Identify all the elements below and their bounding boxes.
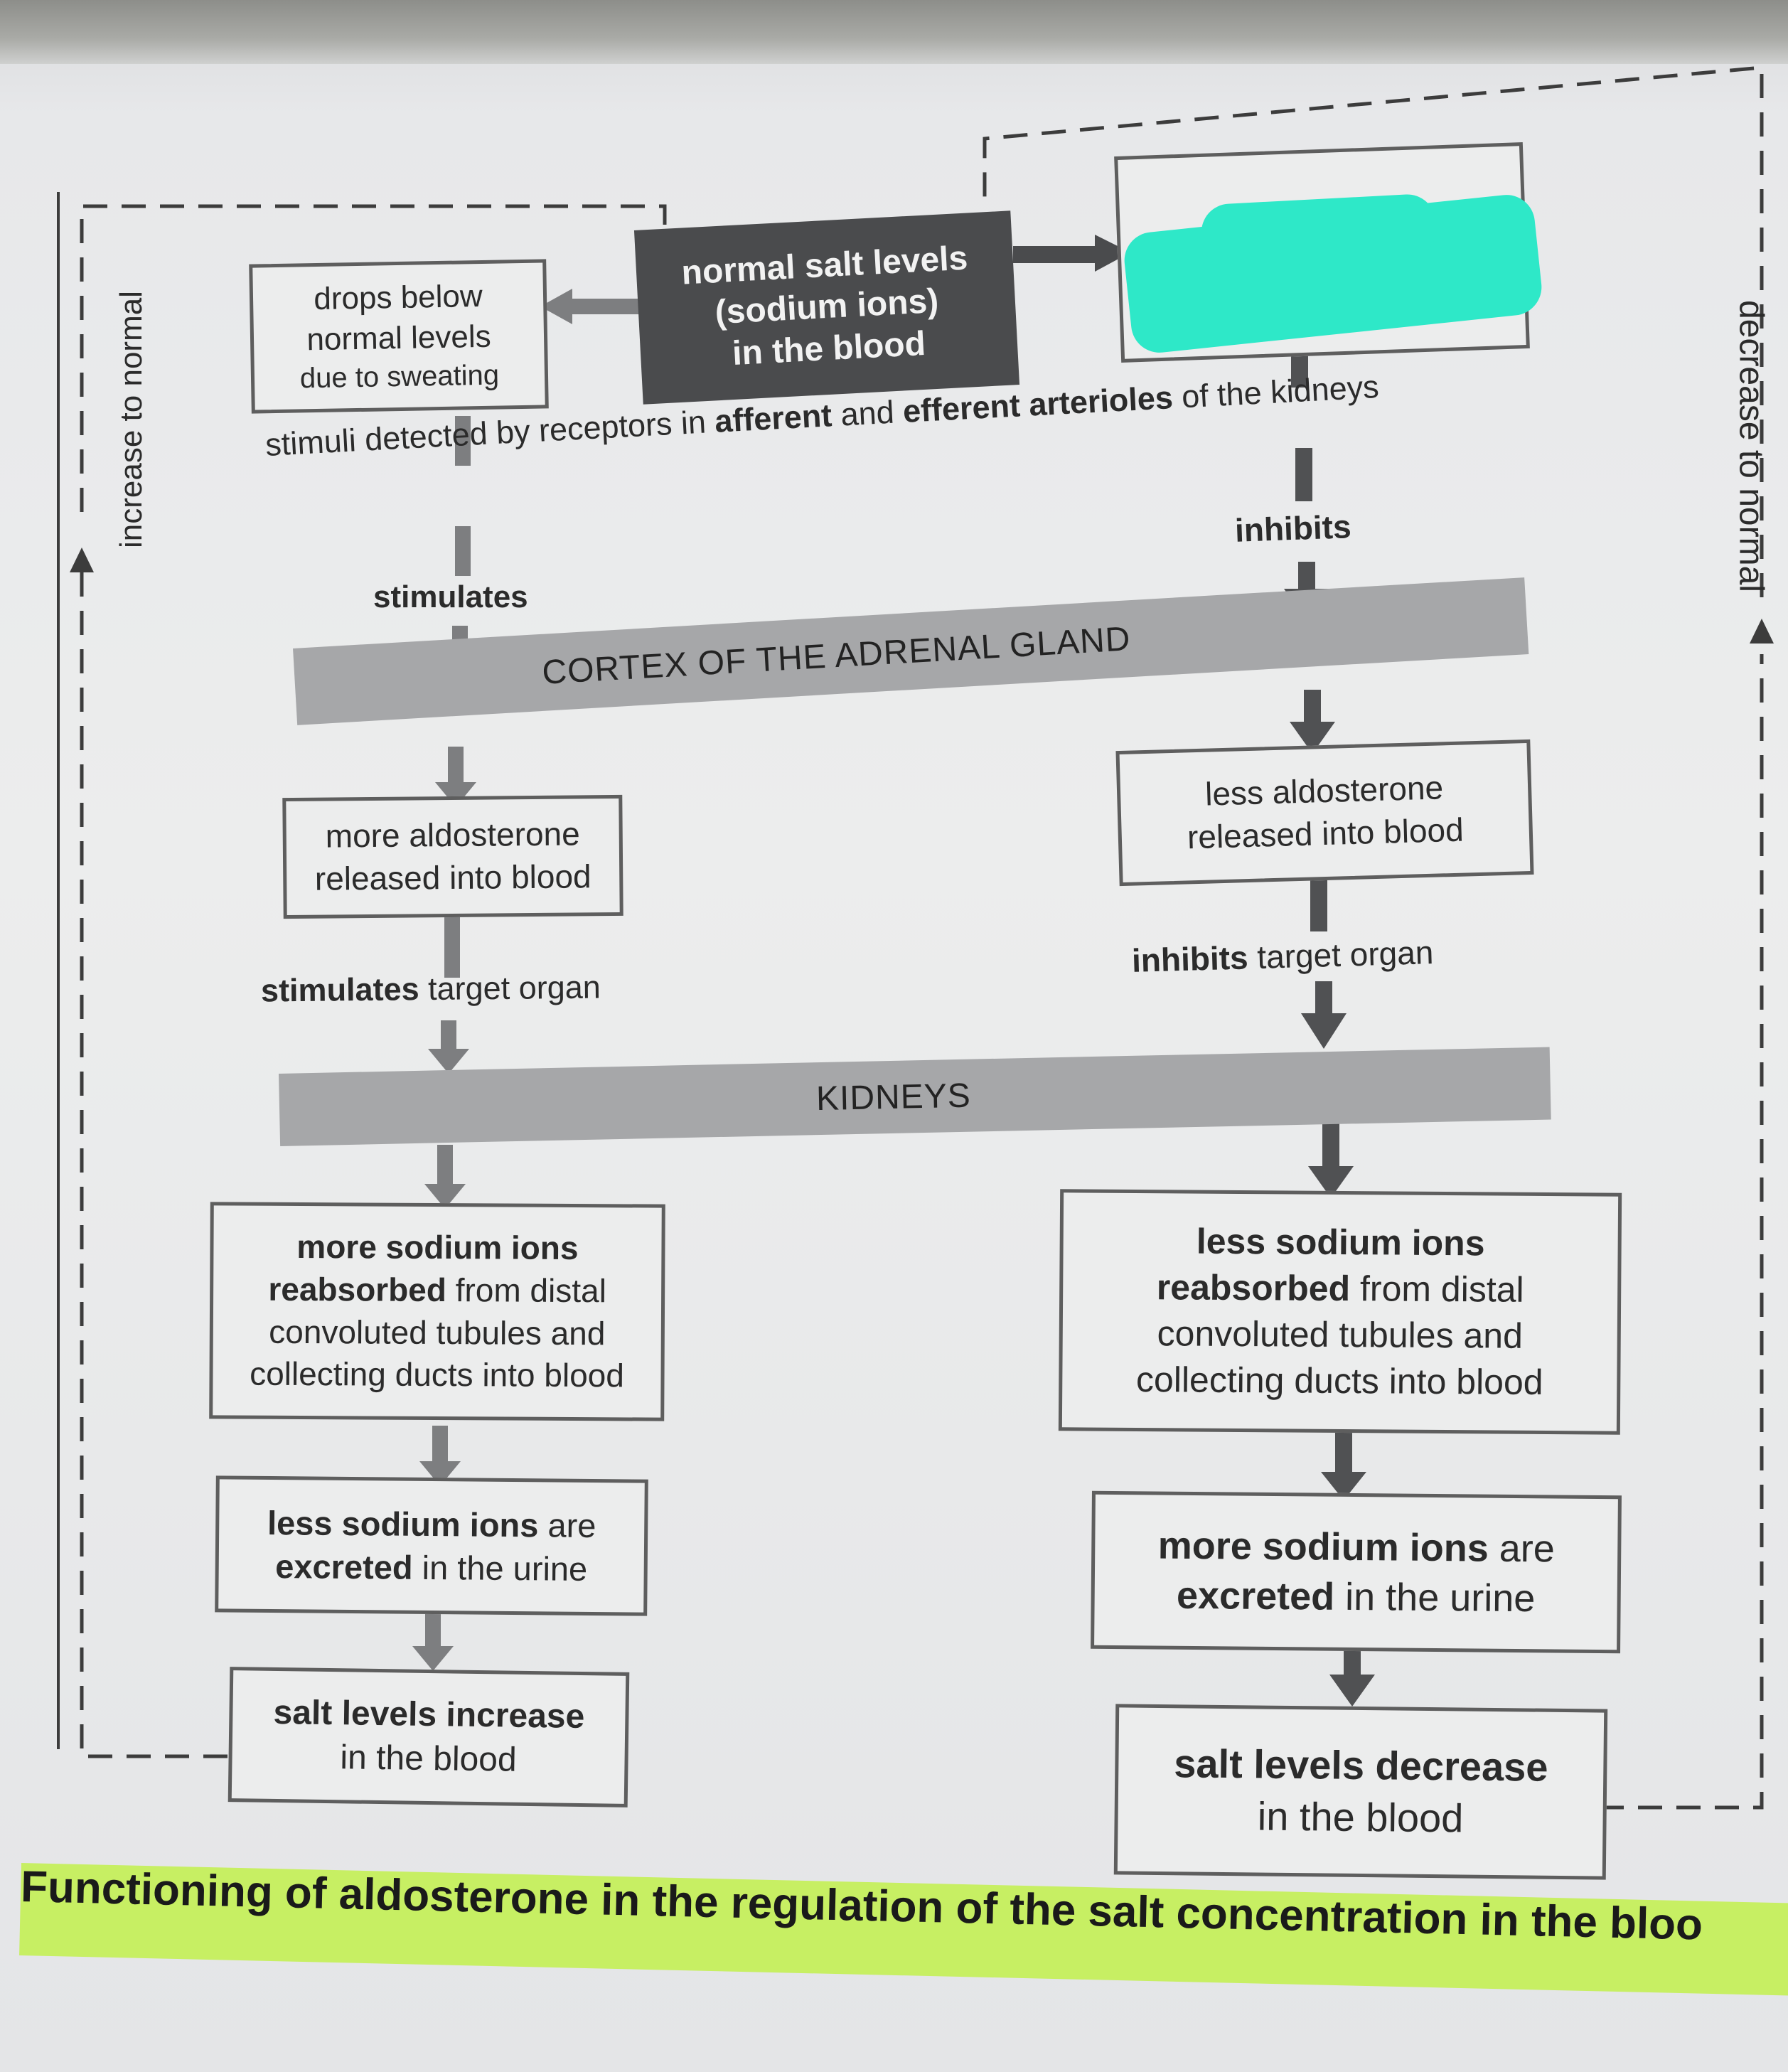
drops-below-normal-box: drops below normal levels due to sweatin… bbox=[249, 259, 549, 414]
kidneys-label: KIDNEYS bbox=[815, 1077, 972, 1118]
photo-top-edge bbox=[0, 0, 1788, 64]
less-excrete-rest-2: in the urine bbox=[412, 1548, 588, 1588]
left-connector-8 bbox=[432, 1426, 448, 1472]
more-aldosterone-line-1: more aldosterone bbox=[325, 815, 580, 855]
less-aldosterone-box: less aldosterone released into blood bbox=[1115, 739, 1534, 887]
redaction-mark-upper bbox=[1199, 193, 1438, 269]
more-reabsorb-rest: from distal bbox=[446, 1271, 607, 1309]
left-connector-9 bbox=[425, 1614, 441, 1653]
right-connector-4 bbox=[1304, 690, 1321, 725]
salt-levels-decrease-box: salt levels decrease in the blood bbox=[1113, 1704, 1608, 1880]
left-feedback-loop-top bbox=[80, 204, 667, 512]
more-excrete-rest-1: are bbox=[1488, 1527, 1556, 1571]
more-sodium-reabsorbed-box: more sodium ions reabsorbed from distal … bbox=[209, 1202, 665, 1421]
left-connector-7 bbox=[437, 1145, 453, 1195]
right-connector-6 bbox=[1315, 981, 1332, 1017]
left-connector-1 bbox=[455, 416, 471, 466]
less-sodium-reabsorbed-box: less sodium ions reabsorbed from distal … bbox=[1058, 1189, 1622, 1435]
increase-line-2: in the blood bbox=[340, 1739, 518, 1779]
less-excrete-bold-2: excreted bbox=[275, 1547, 413, 1586]
less-sodium-excreted-box: less sodium ions are excreted in the uri… bbox=[215, 1475, 648, 1616]
left-feedback-arrowhead bbox=[70, 548, 94, 572]
right-feedback-arrowhead bbox=[1750, 619, 1774, 644]
right-connector-5 bbox=[1310, 875, 1327, 931]
less-excrete-bold-1: less sodium ions bbox=[267, 1503, 539, 1544]
right-target-rest: target organ bbox=[1247, 934, 1435, 976]
more-excrete-bold-1: more sodium ions bbox=[1157, 1524, 1489, 1570]
right-connector-3 bbox=[1298, 562, 1315, 590]
more-reabsorb-line-3: convoluted tubules and bbox=[269, 1313, 606, 1352]
left-feedback-loop bbox=[80, 572, 227, 1758]
right-connector-2 bbox=[1295, 448, 1312, 501]
left-connector-2 bbox=[455, 526, 471, 576]
less-aldosterone-line-2: released into blood bbox=[1187, 811, 1465, 856]
stimuli-afferent: afferent bbox=[713, 397, 833, 439]
right-inhibits-label: inhibits bbox=[1234, 508, 1352, 549]
left-stimulates-label: stimulates bbox=[373, 580, 528, 614]
less-aldosterone-line-1: less aldosterone bbox=[1204, 769, 1444, 813]
right-feedback-loop bbox=[1600, 654, 1764, 1810]
drops-below-line-1: drops below bbox=[313, 278, 483, 316]
increase-line-1: salt levels increase bbox=[273, 1693, 585, 1736]
adrenal-cortex-label: CORTEX OF THE ADRENAL GLAND bbox=[541, 619, 1132, 692]
decrease-line-1: salt levels decrease bbox=[1173, 1741, 1548, 1790]
more-reabsorb-line-4: collecting ducts into blood bbox=[250, 1355, 625, 1394]
normal-salt-levels-box: normal salt levels (sodium ions) in the … bbox=[633, 210, 1020, 405]
stimuli-and: and bbox=[830, 393, 904, 434]
right-connector-8 bbox=[1335, 1433, 1352, 1479]
less-reabsorb-bold: reabsorbed bbox=[1156, 1267, 1351, 1309]
less-reabsorb-line-4: collecting ducts into blood bbox=[1135, 1359, 1543, 1402]
more-aldosterone-box: more aldosterone released into blood bbox=[282, 794, 623, 919]
more-sodium-excreted-box: more sodium ions are excreted in the uri… bbox=[1091, 1490, 1622, 1654]
less-reabsorb-rest: from distal bbox=[1349, 1269, 1524, 1310]
less-reabsorb-line-3: convoluted tubules and bbox=[1157, 1313, 1524, 1356]
arrow-to-right-box bbox=[1095, 235, 1130, 272]
less-reabsorb-line-1: less sodium ions bbox=[1196, 1221, 1485, 1264]
right-target-verb: inhibits bbox=[1131, 939, 1249, 979]
increase-to-normal-label: increase to normal bbox=[114, 291, 149, 548]
more-reabsorb-bold: reabsorbed bbox=[268, 1270, 447, 1308]
more-reabsorb-line-1: more sodium ions bbox=[296, 1227, 579, 1266]
left-target-verb: stimulates bbox=[260, 971, 419, 1009]
more-excrete-bold-2: excreted bbox=[1176, 1574, 1335, 1618]
left-connector-5 bbox=[444, 917, 460, 978]
drops-below-line-2: normal levels bbox=[306, 319, 492, 358]
salt-levels-increase-box: salt levels increase in the blood bbox=[227, 1667, 630, 1807]
arrow-to-left-box bbox=[540, 289, 572, 324]
left-target-rest: target organ bbox=[419, 968, 601, 1008]
right-connector-7 bbox=[1322, 1123, 1339, 1173]
less-excrete-rest-1: are bbox=[538, 1506, 596, 1544]
drops-below-line-3: due to sweating bbox=[299, 359, 500, 395]
decrease-line-2: in the blood bbox=[1257, 1793, 1464, 1841]
more-aldosterone-line-2: released into blood bbox=[314, 858, 591, 897]
more-excrete-rest-2: in the urine bbox=[1334, 1575, 1536, 1620]
left-stimulates-target-label: stimulates target organ bbox=[261, 968, 601, 1009]
decrease-to-normal-label: decrease to normal bbox=[1732, 300, 1770, 592]
